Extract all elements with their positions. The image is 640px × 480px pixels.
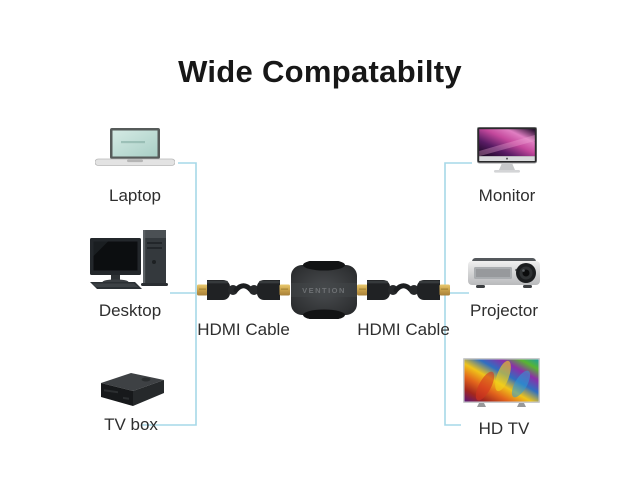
hd-tv-icon xyxy=(463,358,540,407)
projector-label: Projector xyxy=(469,301,539,320)
laptop-icon xyxy=(95,128,175,166)
page-title: Wide Compatabilty xyxy=(178,54,462,89)
left-bracket-line xyxy=(141,162,197,426)
projector-icon xyxy=(468,258,540,288)
hd-tv-label: HD TV xyxy=(478,419,530,438)
desktop-label: Desktop xyxy=(98,301,162,320)
laptop-label: Laptop xyxy=(109,186,161,205)
monitor-label: Monitor xyxy=(478,186,536,205)
adapter-brand-text: VENTION xyxy=(302,286,346,295)
tv-box-icon xyxy=(101,373,164,406)
hdmi-cable-left-icon xyxy=(197,280,290,300)
monitor-icon xyxy=(477,127,537,173)
hdmi-cable-right-icon xyxy=(357,280,450,300)
hdmi-cable-left-label: HDMI Cable xyxy=(197,320,290,339)
tv-box-label: TV box xyxy=(104,415,158,434)
hdmi-coupler-icon: VENTION xyxy=(291,261,357,319)
hdmi-cable-right-label: HDMI Cable xyxy=(357,320,450,339)
desktop-icon xyxy=(90,230,168,289)
